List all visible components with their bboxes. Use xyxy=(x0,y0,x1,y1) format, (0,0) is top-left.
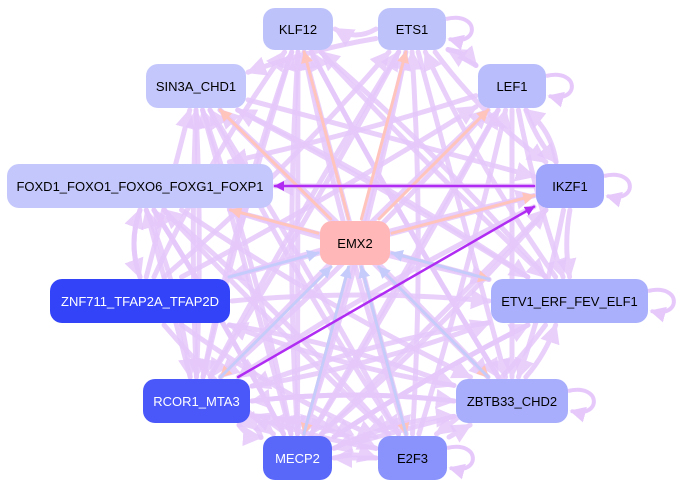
edge-sin3a_chd1-to-rcor1_mta3 xyxy=(187,107,208,380)
node-box xyxy=(536,164,604,208)
node-emx2[interactable]: EMX2 xyxy=(320,221,390,265)
node-label: ETS1 xyxy=(396,22,429,37)
edge-ikzf1-to-etv1_erf_fev_elf1 xyxy=(556,207,577,280)
node-label: RCOR1_MTA3 xyxy=(153,394,239,409)
node-mecp2[interactable]: MECP2 xyxy=(263,436,332,480)
node-box xyxy=(7,164,273,208)
node-label: ZNF711_TFAP2A_TFAP2D xyxy=(61,294,219,309)
node-box xyxy=(478,64,546,108)
self-loop-ikzf1 xyxy=(603,172,632,208)
node-e2f3[interactable]: E2F3 xyxy=(378,436,447,480)
node-label: MECP2 xyxy=(275,451,320,466)
self-loop-ets1 xyxy=(445,15,474,51)
node-label: SIN3A_CHD1 xyxy=(156,79,236,94)
edge-rcor1_mta3-to-e2f3 xyxy=(249,413,379,451)
node-etv1-erf-fev-elf1[interactable]: ETV1_ERF_FEV_ELF1 xyxy=(491,279,648,323)
node-box xyxy=(50,279,230,323)
node-box xyxy=(263,8,333,50)
node-label: KLF12 xyxy=(279,22,317,37)
edge-emx2-to-ikzf1 xyxy=(390,192,536,235)
self-loop-layer xyxy=(445,15,676,480)
edge-ikzf1-to-lef1 xyxy=(523,107,559,165)
edge-emx2-to-ets1 xyxy=(359,50,409,221)
node-rcor1-mta3[interactable]: RCOR1_MTA3 xyxy=(143,379,250,423)
edge-etv1_erf_fev_elf1-to-emx2 xyxy=(390,250,491,281)
node-label: FOXD1_FOXO1_FOXO6_FOXG1_FOXP1 xyxy=(16,179,263,194)
edge-etv1_erf_fev_elf1-to-ets1 xyxy=(422,49,559,280)
self-loop-e2f3 xyxy=(446,444,475,480)
edge-lef1-to-ets1 xyxy=(445,47,479,68)
self-loop-etv1_erf_fev_elf1 xyxy=(647,287,676,323)
edge-ets1-to-klf12 xyxy=(332,26,379,47)
edge-e2f3-to-zbtb33_chd2 xyxy=(446,422,473,443)
node-ets1[interactable]: ETS1 xyxy=(378,8,446,50)
edge-rcor1_mta3-to-ikzf1 xyxy=(236,205,536,379)
edge-emx2-to-sin3a_chd1 xyxy=(218,108,333,221)
edge-emx2-to-klf12 xyxy=(301,50,351,221)
node-label: LEF1 xyxy=(496,79,527,94)
node-zbtb33-chd2[interactable]: ZBTB33_CHD2 xyxy=(456,379,568,423)
edge-zbtb33_chd2-to-etv1_erf_fev_elf1 xyxy=(523,322,560,380)
edge-zbtb33_chd2-to-emx2 xyxy=(377,265,490,379)
edge-znf711_tfap2a_tfap2d-to-foxd1_foxo1_foxo6_foxg1_foxp1 xyxy=(124,207,144,280)
edge-lef1-to-ikzf1 xyxy=(523,107,559,165)
node-box xyxy=(378,436,447,480)
edge-foxd1_foxo1_foxo6_foxg1_foxp1-to-zbtb33_chd2 xyxy=(179,207,473,380)
edge-layer xyxy=(124,26,577,468)
edge-mecp2-to-emx2 xyxy=(302,265,352,436)
edge-znf711_tfap2a_tfap2d-to-emx2 xyxy=(227,250,320,279)
edge-emx2-to-lef1 xyxy=(377,108,490,221)
node-label: EMX2 xyxy=(337,236,372,251)
self-loop-zbtb33_chd2 xyxy=(567,387,596,423)
node-label: IKZF1 xyxy=(552,179,587,194)
edge-emx2-to-foxd1_foxo1_foxo6_foxg1_foxp1 xyxy=(229,206,320,235)
node-box xyxy=(378,8,446,50)
node-ikzf1[interactable]: IKZF1 xyxy=(536,164,604,208)
edge-rcor1_mta3-to-ets1 xyxy=(207,49,402,380)
node-sin3a-chd1[interactable]: SIN3A_CHD1 xyxy=(146,64,246,108)
edge-mecp2-to-zbtb33_chd2 xyxy=(331,407,457,451)
self-loop-lef1 xyxy=(545,72,574,108)
edge-e2f3-to-emx2 xyxy=(358,265,408,436)
node-box xyxy=(146,64,246,108)
node-box xyxy=(456,379,568,423)
node-box xyxy=(263,436,332,480)
edge-rcor1_mta3-to-emx2 xyxy=(219,265,333,379)
edge-mecp2-to-etv1_erf_fev_elf1 xyxy=(331,322,531,440)
node-lef1[interactable]: LEF1 xyxy=(478,64,546,108)
node-box xyxy=(320,221,390,265)
node-znf711-tfap2a-tfap2d[interactable]: ZNF711_TFAP2A_TFAP2D xyxy=(50,279,230,323)
node-klf12[interactable]: KLF12 xyxy=(263,8,333,50)
edge-sin3a_chd1-to-ikzf1 xyxy=(245,97,537,182)
node-foxd1-foxo1-foxo6-foxg1-foxp1[interactable]: FOXD1_FOXO1_FOXO6_FOXG1_FOXP1 xyxy=(7,164,273,208)
edge-znf711_tfap2a_tfap2d-to-zbtb33_chd2 xyxy=(226,322,457,389)
node-box xyxy=(143,379,250,423)
node-label: E2F3 xyxy=(397,451,428,466)
node-box xyxy=(491,279,648,323)
node-label: ZBTB33_CHD2 xyxy=(467,394,557,409)
node-label: ETV1_ERF_FEV_ELF1 xyxy=(501,294,638,309)
